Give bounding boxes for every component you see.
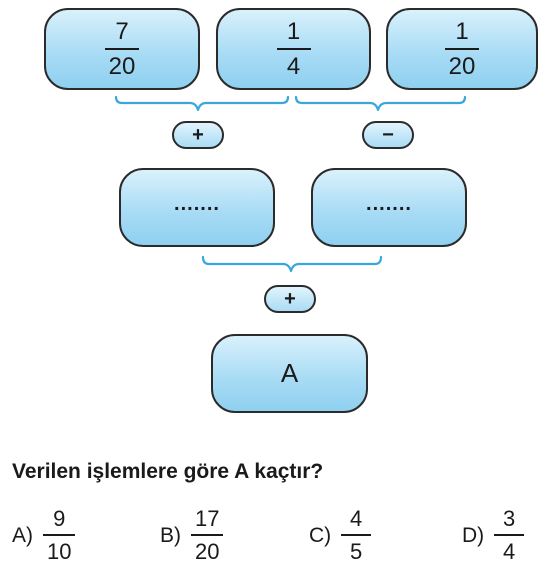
numerator: 4 [350, 506, 363, 531]
blank-placeholder: ....... [366, 193, 412, 215]
fraction-bar [444, 47, 480, 50]
choice-c[interactable]: C) 4 5 [309, 506, 372, 564]
choice-fraction: 17 20 [191, 506, 224, 564]
fraction-1-20: 1 20 [444, 17, 480, 80]
blank-box-left: ....... [119, 168, 275, 247]
fraction-box-1: 7 20 [44, 8, 200, 90]
result-letter: A [280, 358, 299, 388]
denominator: 4 [503, 539, 516, 564]
fraction-bar [104, 47, 140, 50]
plus-operator-bottom: + [264, 285, 316, 313]
numerator: 17 [195, 506, 220, 531]
choice-a[interactable]: A) 9 10 [12, 506, 76, 564]
choice-d[interactable]: D) 3 4 [462, 506, 525, 564]
bracket-middle [201, 255, 383, 273]
choice-fraction: 4 5 [341, 506, 372, 564]
fraction-bar [191, 534, 224, 536]
fraction-bar [341, 534, 372, 536]
blank-box-right: ....... [311, 168, 467, 247]
numerator: 3 [503, 506, 516, 531]
choice-fraction: 3 4 [494, 506, 525, 564]
denominator: 5 [350, 539, 363, 564]
choice-b[interactable]: B) 17 20 [160, 506, 224, 564]
fraction-7-20: 7 20 [104, 17, 140, 80]
plus-operator-top: + [172, 121, 224, 149]
denominator: 4 [286, 52, 301, 80]
choice-label: B) [160, 523, 181, 547]
blank-placeholder: ....... [174, 193, 220, 215]
fraction-bar [43, 534, 76, 536]
choice-label: C) [309, 523, 332, 547]
minus-operator-top: − [362, 121, 414, 149]
choice-label: D) [462, 523, 485, 547]
fraction-box-3: 1 20 [386, 8, 538, 90]
denominator: 20 [195, 539, 220, 564]
denominator: 20 [108, 52, 136, 80]
numerator: 7 [115, 17, 129, 45]
fraction-box-2: 1 4 [216, 8, 371, 90]
bracket-top-left [114, 95, 290, 112]
choice-label: A) [12, 523, 33, 547]
denominator: 10 [47, 539, 72, 564]
fraction-bar [494, 534, 525, 536]
choice-fraction: 9 10 [43, 506, 76, 564]
fraction-1-4: 1 4 [276, 17, 311, 80]
numerator: 1 [455, 17, 469, 45]
denominator: 20 [448, 52, 476, 80]
numerator: 9 [53, 506, 66, 531]
fraction-bar [276, 47, 311, 50]
numerator: 1 [286, 17, 301, 45]
bracket-top-right [294, 95, 467, 112]
result-box: A [211, 334, 368, 413]
question-text: Verilen işlemlere göre A kaçtır? [12, 460, 324, 483]
